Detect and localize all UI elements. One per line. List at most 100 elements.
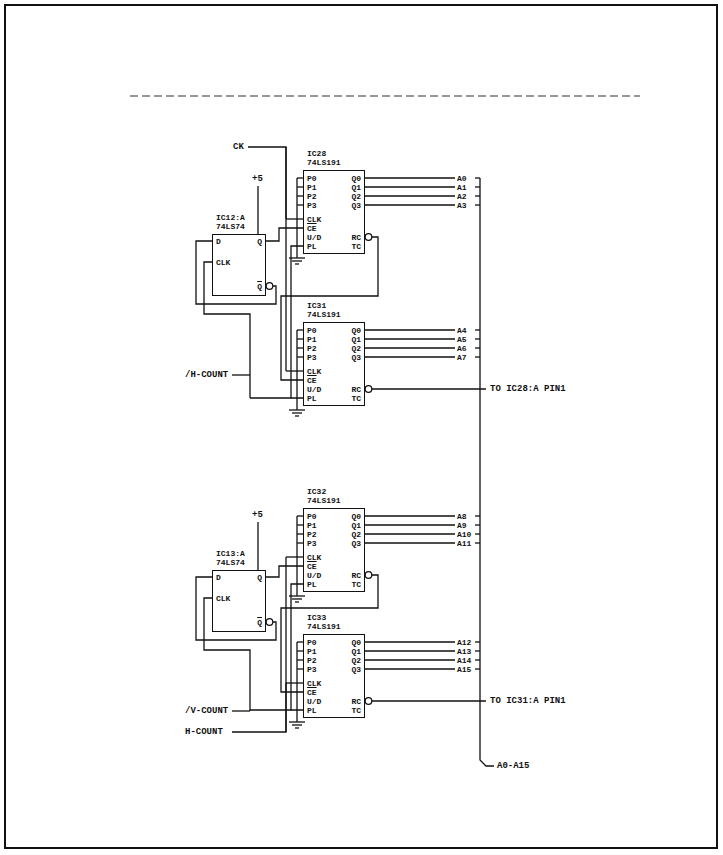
pin-name: TC	[351, 242, 361, 251]
clock-tick	[286, 556, 303, 557]
signal-label: A3	[457, 201, 467, 210]
pin-name: Q	[257, 618, 262, 627]
counter-chip: IC3274LS191P0P1P2P3CLKCEU/DPLQ0Q1Q2Q3RCT…	[303, 508, 365, 592]
ground-symbol	[292, 260, 302, 261]
pin-name: CLK	[216, 594, 230, 603]
dashed-rule	[130, 95, 640, 96]
chip-designator: 74LS74	[216, 558, 245, 567]
address-wire	[365, 338, 455, 339]
chip-designator: IC32	[307, 487, 326, 496]
pin-name: Q1	[351, 521, 361, 530]
supply-wire	[257, 186, 258, 234]
chip-designator: IC12:A	[216, 213, 245, 222]
chip-designator: IC33	[307, 613, 326, 622]
pin-name: Q2	[351, 656, 361, 665]
signal-label: A10	[457, 530, 471, 539]
clock-tick	[286, 218, 303, 219]
pin-name: PL	[307, 706, 317, 715]
load-bus-wire	[250, 397, 291, 398]
inverter-bubble	[266, 619, 273, 626]
signal-label: A5	[457, 335, 467, 344]
ground-symbol	[292, 598, 302, 599]
pin-name: Q2	[351, 192, 361, 201]
signal-label: A12	[457, 638, 471, 647]
address-wire	[365, 204, 455, 205]
address-wire	[475, 668, 480, 669]
address-wire	[475, 177, 480, 178]
pin-name: Q	[257, 282, 262, 291]
pin-name: P1	[307, 183, 317, 192]
pin-name: Q0	[351, 174, 361, 183]
pin-name: RC	[351, 233, 361, 242]
address-wire	[475, 204, 480, 205]
address-wire	[475, 650, 480, 651]
signal-label: A2	[457, 192, 467, 201]
inverter-bubble	[365, 386, 372, 393]
ground-symbol	[289, 257, 305, 258]
signal-label: TO IC28:A PIN1	[490, 384, 566, 394]
pin-name: P3	[307, 539, 317, 548]
pin-name: Q2	[351, 344, 361, 353]
pin-name: P3	[307, 665, 317, 674]
address-wire	[365, 195, 455, 196]
pin-name: Q0	[351, 512, 361, 521]
chip-designator: 74LS191	[307, 158, 341, 167]
pin-name: RC	[351, 385, 361, 394]
pin-name: CE	[307, 688, 317, 697]
load-bus-wire	[250, 709, 291, 710]
signal-label: TO IC31:A PIN1	[490, 696, 566, 706]
signal-label: CK	[233, 142, 244, 152]
ground-symbol	[289, 409, 305, 410]
chip-designator: 74LS191	[307, 622, 341, 631]
address-wire	[475, 659, 480, 660]
address-bus	[480, 178, 494, 766]
address-wire	[365, 533, 455, 534]
chip-designator: IC13:A	[216, 549, 245, 558]
address-wire	[475, 533, 480, 534]
pin-name: CLK	[216, 258, 230, 267]
preset-bus-wire	[296, 330, 297, 410]
counter-chip: IC2874LS191P0P1P2P3CLKCEU/DPLQ0Q1Q2Q3RCT…	[303, 170, 365, 254]
address-wire	[475, 347, 480, 348]
pin-name: Q3	[351, 353, 361, 362]
chip-designator: 74LS74	[216, 222, 245, 231]
pin-name: P1	[307, 335, 317, 344]
address-wire	[365, 356, 455, 357]
signal-label: A0	[457, 174, 467, 183]
address-wire	[475, 186, 480, 187]
toggle-feedback-wire	[196, 577, 276, 640]
pin-name: CE	[307, 376, 317, 385]
pin-name: U/D	[307, 385, 321, 394]
ground-symbol	[295, 415, 299, 416]
clock-source-wire	[232, 557, 286, 732]
address-wire	[475, 542, 480, 543]
signal-label: A13	[457, 647, 471, 656]
signal-label: /H-COUNT	[185, 370, 228, 380]
pin-name: CLK	[307, 679, 321, 688]
address-wire	[475, 515, 480, 516]
inverter-bubble	[365, 234, 372, 241]
carry-out-wire	[365, 700, 486, 701]
pin-name: D	[216, 573, 221, 582]
signal-label: A1	[457, 183, 467, 192]
chip-designator: 74LS191	[307, 310, 341, 319]
pin-name: P0	[307, 638, 317, 647]
pin-name: Q1	[351, 183, 361, 192]
clock-source-wire	[285, 683, 286, 732]
signal-label: A11	[457, 539, 471, 548]
preset-bus-wire	[296, 516, 297, 596]
signal-label: A9	[457, 521, 467, 530]
pin-name: D	[216, 237, 221, 246]
pin-name: Q3	[351, 201, 361, 210]
count-input-wire	[232, 710, 250, 711]
pin-name: PL	[307, 242, 317, 251]
pin-name: TC	[351, 706, 361, 715]
pin-name: Q3	[351, 665, 361, 674]
ground-symbol	[289, 595, 305, 596]
pin-name: U/D	[307, 233, 321, 242]
pin-name: Q3	[351, 539, 361, 548]
carry-out-wire	[365, 388, 486, 389]
